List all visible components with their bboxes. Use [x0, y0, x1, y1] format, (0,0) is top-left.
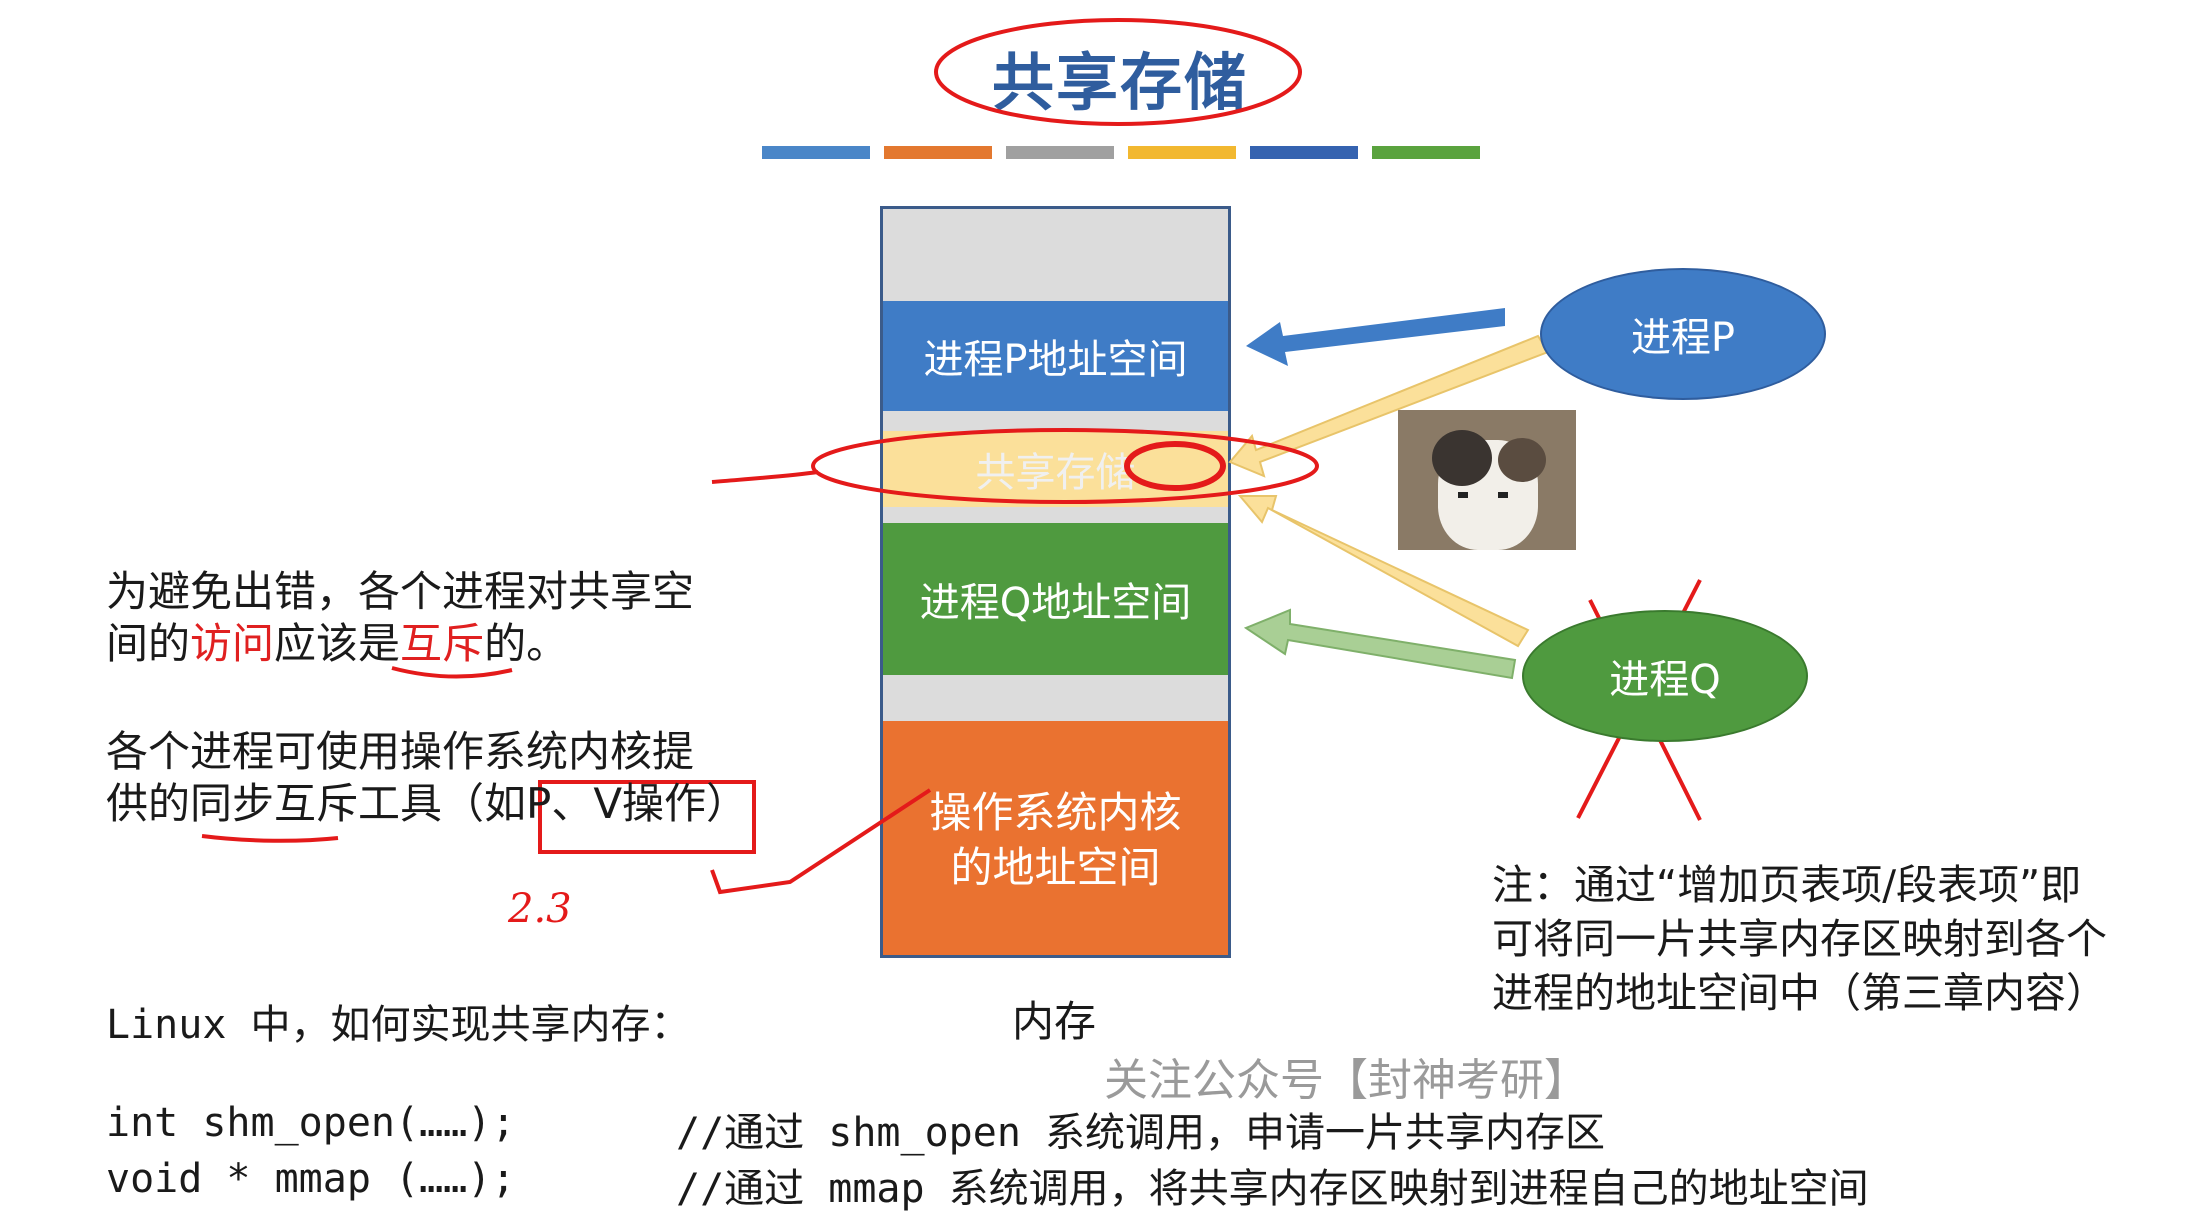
- memory-free-3: [883, 675, 1228, 721]
- segment-process-p: 进程P地址空间: [883, 301, 1228, 411]
- mutex-line-2: 间的访问应该是互斥的。: [106, 619, 569, 668]
- segment-process-p-label: 进程P地址空间: [923, 337, 1188, 383]
- memory-free-1: [883, 411, 1228, 431]
- annotation-scribble: [1124, 441, 1226, 491]
- process-p-label: 进程P: [1630, 315, 1736, 361]
- highlight-access: 访问: [190, 619, 275, 668]
- highlight-mutex: 互斥: [400, 619, 485, 668]
- process-q-ellipse: 进程Q: [1522, 610, 1808, 742]
- comment-shm-open: //通过 shm_open 系统调用，申请一片共享内存区: [676, 1110, 1605, 1156]
- annotation-handwritten-23: 2.3: [508, 886, 572, 932]
- annotation-link-line: [710, 788, 932, 895]
- note-paragraph: 注：通过“增加页表项/段表项”即 可将同一片共享内存区映射到各个 进程的地址空间…: [1492, 858, 2192, 1020]
- segment-process-q-label: 进程Q地址空间: [919, 580, 1192, 626]
- process-p-ellipse: 进程P: [1540, 268, 1826, 400]
- segment-os-label-2: 的地址空间: [950, 843, 1161, 892]
- process-q-label: 进程Q: [1609, 657, 1721, 703]
- memory-label: 内存: [1012, 997, 1097, 1046]
- sync-line-2: 供的同步互斥工具（如P、V操作）: [106, 779, 749, 828]
- annotation-left-line: [711, 470, 819, 484]
- annotation-underline-sync: [201, 834, 339, 843]
- page-title: 共享存储: [991, 46, 1248, 119]
- arrow-p-to-shared: [1228, 334, 1550, 478]
- note-line-1: 注：通过“增加页表项/段表项”即: [1492, 861, 2082, 909]
- note-line-3: 进程的地址空间中（第三章内容）: [1492, 969, 2107, 1017]
- annotation-circle-shared: [811, 428, 1319, 504]
- arrow-q-to-space: [1243, 608, 1517, 680]
- segment-process-q: 进程Q地址空间: [883, 523, 1228, 675]
- annotation-box-pv: [538, 780, 756, 854]
- arrow-p-to-space: [1246, 308, 1505, 366]
- segment-os-label-1: 操作系统内核: [929, 788, 1182, 838]
- comment-mmap: //通过 mmap 系统调用，将共享内存区映射到进程自己的地址空间: [676, 1166, 1869, 1212]
- segment-shared-label: 共享存储: [975, 450, 1136, 496]
- watermark-text: 关注公众号【封神考研】: [1104, 1055, 1588, 1106]
- memory-free-top: [883, 209, 1228, 301]
- sync-line-1: 各个进程可使用操作系统内核提: [106, 727, 695, 776]
- note-line-2: 可将同一片共享内存区映射到各个: [1492, 915, 2107, 963]
- code-mmap: void * mmap (……);: [106, 1156, 516, 1202]
- annotation-underline-mutex: [391, 666, 513, 679]
- linux-heading: Linux 中，如何实现共享内存：: [106, 1002, 691, 1048]
- arrow-q-to-shared: [1237, 495, 1530, 648]
- cat-sticker-image: [1398, 410, 1576, 550]
- mutex-paragraph: 为避免出错，各个进程对共享空 间的访问应该是互斥的。: [106, 566, 806, 670]
- sync-paragraph: 各个进程可使用操作系统内核提 供的同步互斥工具（如P、V操作）: [106, 726, 866, 830]
- code-shm-open: int shm_open(……);: [106, 1100, 516, 1146]
- memory-column: 进程P地址空间 共享存储 进程Q地址空间 操作系统内核 的地址空间: [880, 206, 1231, 958]
- mutex-line-1: 为避免出错，各个进程对共享空: [106, 567, 695, 616]
- memory-free-2: [883, 507, 1228, 523]
- segment-os-kernel: 操作系统内核 的地址空间: [883, 721, 1228, 955]
- annotation-title-circle: [934, 18, 1302, 126]
- title-color-bar: [762, 146, 1482, 159]
